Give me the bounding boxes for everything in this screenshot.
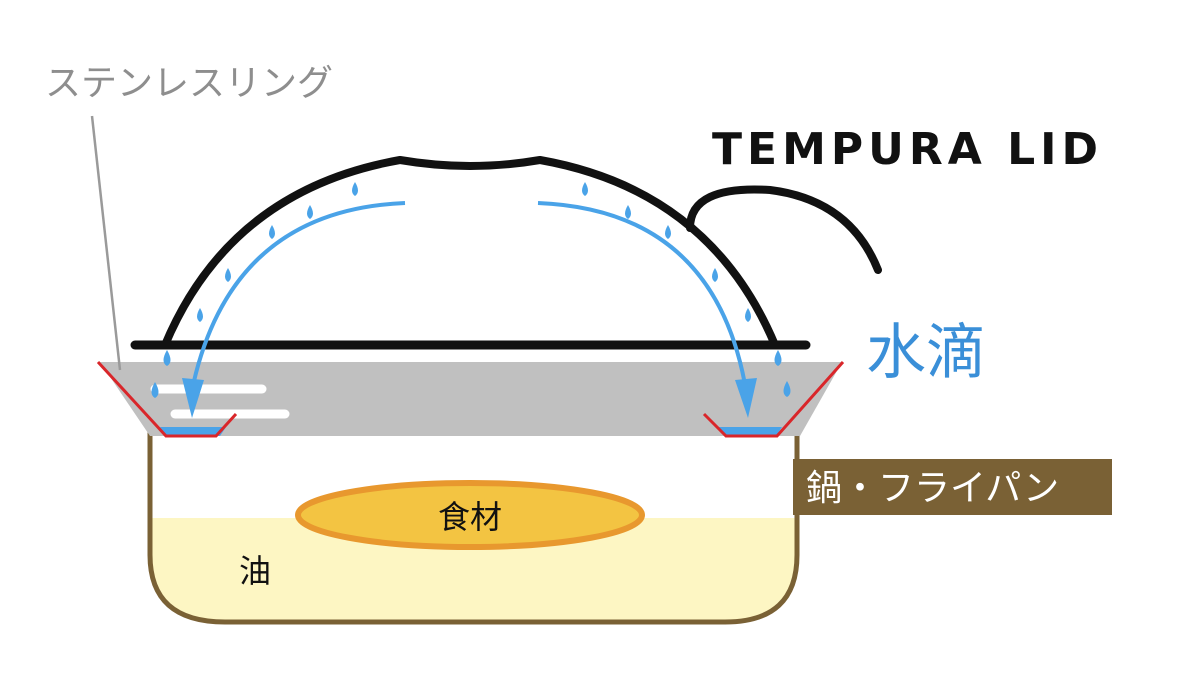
arrowhead-icon	[735, 378, 757, 418]
ring-edge-left	[96, 360, 238, 438]
pan-label-box	[793, 459, 1112, 515]
droplet-icon	[712, 268, 718, 282]
lid-handle	[686, 185, 882, 274]
droplet-icon	[307, 205, 313, 219]
arrowhead-icon	[182, 378, 204, 418]
food-label: 食材	[438, 498, 502, 536]
flow-arrow-left	[190, 201, 406, 391]
droplet-icon	[197, 308, 203, 322]
ring-edge-right	[702, 361, 845, 438]
stainless-ring-label: ステンレスリング	[45, 63, 333, 104]
droplet-icon	[269, 225, 275, 239]
stainless-ring-band	[100, 362, 842, 436]
flow-arrow-right	[537, 201, 748, 391]
droplet-icon	[151, 382, 159, 398]
title-label: TEMPURA LID	[712, 124, 1103, 175]
droplet-icon	[745, 308, 751, 322]
droplet-icon	[582, 182, 588, 196]
droplet-icon	[225, 268, 231, 282]
food-ellipse	[295, 480, 645, 550]
droplet-icon	[163, 350, 171, 366]
droplet-icon	[625, 205, 631, 219]
trough-water-right	[718, 427, 782, 436]
droplet-icon	[774, 350, 782, 366]
droplet-icon	[665, 225, 671, 239]
oil-fill	[150, 518, 797, 622]
droplet-icon	[783, 381, 791, 397]
droplet-icon	[352, 182, 358, 196]
trough-water-left	[160, 427, 226, 436]
pan-label: 鍋・フライパン	[806, 468, 1059, 509]
pan-outline	[147, 430, 800, 625]
lid-dome	[161, 156, 779, 347]
oil-label: 油	[239, 552, 271, 590]
leader-line	[90, 115, 122, 371]
water-droplets	[151, 182, 791, 398]
water-drops-label: 水滴	[866, 318, 986, 388]
